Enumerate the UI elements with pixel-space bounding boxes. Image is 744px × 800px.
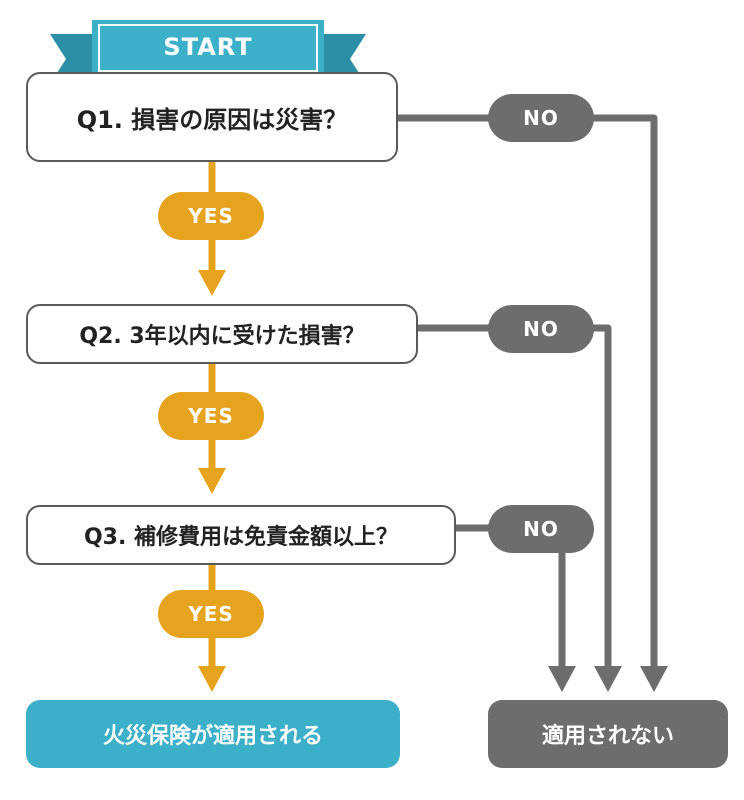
question-box-q3: Q3. 補修費用は免責金額以上？ bbox=[26, 505, 456, 565]
no-arrow-2 bbox=[594, 666, 622, 692]
no-arrows bbox=[548, 666, 668, 692]
no-line-1 bbox=[398, 114, 658, 668]
ribbon-left-tail bbox=[50, 34, 96, 84]
yes-arrow-3 bbox=[198, 666, 226, 692]
yes-badge-q3: YES bbox=[158, 590, 264, 638]
outcome-applies-label: 火災保険が適用される bbox=[102, 724, 323, 749]
outcome-not-applies: 適用されない bbox=[488, 700, 728, 768]
start-ribbon bbox=[50, 20, 366, 84]
ribbon-band-border bbox=[98, 24, 318, 72]
yes-badge-q2: YES bbox=[158, 392, 264, 440]
question-box-q1: Q1. 損害の原因は災害？ bbox=[26, 72, 398, 162]
no-connectors bbox=[398, 114, 658, 668]
no-line-2 bbox=[418, 324, 612, 668]
question-label-q2: Q2. 3年以内に受けた損害？ bbox=[79, 324, 365, 349]
start-label: START bbox=[163, 33, 253, 61]
ribbon-right-tail bbox=[320, 34, 366, 84]
no-badge-q1: NO bbox=[488, 94, 594, 142]
no-arrow-1 bbox=[640, 666, 668, 692]
ribbon-band bbox=[92, 20, 324, 76]
no-badge-q2: NO bbox=[488, 305, 594, 353]
question-box-q2: Q2. 3年以内に受けた損害？ bbox=[26, 304, 418, 364]
yes-arrow-2 bbox=[198, 468, 226, 494]
yes-badge-q1: YES bbox=[158, 192, 264, 240]
question-label-q3: Q3. 補修費用は免責金額以上？ bbox=[83, 525, 399, 550]
no-arrow-3 bbox=[548, 666, 576, 692]
yes-arrow-1 bbox=[198, 270, 226, 296]
outcome-not-applies-label: 適用されない bbox=[541, 724, 674, 749]
outcome-applies: 火災保険が適用される bbox=[26, 700, 400, 768]
question-label-q1: Q1. 損害の原因は災害？ bbox=[76, 105, 348, 134]
no-badge-q3: NO bbox=[488, 505, 594, 553]
